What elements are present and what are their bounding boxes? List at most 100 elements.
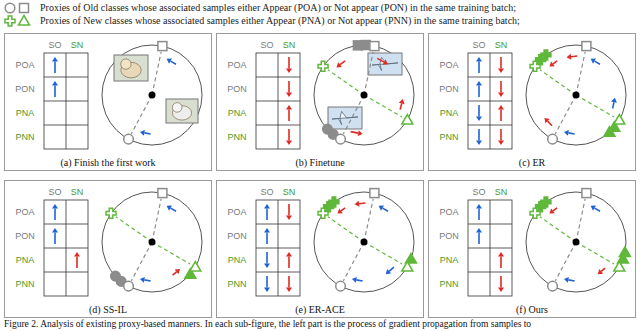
table-label: PNN — [15, 280, 34, 289]
gradient-arrow — [54, 233, 56, 245]
table-grid — [256, 224, 300, 225]
gradient-arrow — [595, 208, 601, 211]
new-proxy-triangle — [19, 16, 30, 26]
table-grid — [44, 200, 88, 296]
table-label: SN — [495, 188, 508, 197]
gradient-arrow — [548, 121, 552, 126]
dashed-radius — [328, 70, 364, 95]
table-grid — [468, 101, 512, 102]
center-point — [361, 239, 368, 246]
dashed-radius — [576, 95, 614, 117]
table-label: SO — [48, 188, 61, 197]
arrow-head — [567, 54, 572, 60]
arrow-head — [74, 252, 80, 257]
arrow-head — [264, 264, 270, 269]
dashed-radius — [364, 199, 373, 242]
gradient-arrow — [144, 133, 150, 134]
arrow-head — [52, 204, 58, 209]
gradient-arrow — [288, 81, 290, 93]
dashed-radius — [343, 242, 364, 281]
gradient-arrow — [601, 268, 605, 271]
sub-figure-panel: (d) SS-IL — [4, 180, 212, 318]
dashed-radius — [152, 52, 161, 95]
dashed-radius — [152, 242, 190, 264]
table-label: SN — [495, 41, 508, 50]
gradient-arrow — [288, 129, 290, 141]
table-label: SO — [472, 188, 485, 197]
table-label: POA — [227, 61, 246, 70]
arrow-head — [286, 252, 292, 257]
table-grid — [468, 125, 512, 126]
feature-sphere — [102, 192, 202, 292]
arrow-head — [399, 99, 405, 104]
table-grid — [256, 200, 300, 296]
table-label: PON — [227, 232, 247, 241]
table-grid — [468, 53, 512, 149]
table-label: SN — [283, 188, 296, 197]
table-label: PON — [439, 85, 459, 94]
panel-illustration — [256, 41, 414, 149]
new-proxy-plus — [5, 16, 15, 26]
old-proxy-square — [158, 42, 167, 51]
old-proxy-circle — [548, 134, 558, 144]
sample-photo — [328, 107, 362, 129]
arrow-head — [476, 228, 482, 233]
arrow-head — [352, 277, 357, 283]
old-proxy-square — [582, 42, 591, 51]
feature-sphere — [314, 192, 414, 292]
gradient-arrow — [595, 61, 601, 64]
table-label: POA — [15, 208, 34, 217]
arrow-head — [140, 130, 145, 136]
new-proxy-plus — [318, 61, 328, 71]
gradient-arrow — [571, 55, 577, 57]
gradient-arrow — [144, 280, 150, 281]
table-grid — [468, 248, 512, 249]
arrow-head — [264, 204, 270, 209]
arrow-head — [476, 204, 482, 209]
gradient-arrow — [340, 61, 345, 65]
new-proxy-plus — [541, 197, 551, 207]
gradient-arrow — [288, 110, 290, 122]
dashed-radius — [152, 199, 161, 242]
table-label: PNA — [440, 109, 459, 118]
old-proxy-square — [353, 41, 362, 50]
gradient-arrow — [553, 61, 557, 64]
feature-sphere — [526, 45, 626, 145]
arrow-head — [498, 141, 504, 146]
new-proxy-plus — [541, 50, 551, 60]
sample-photo — [114, 55, 148, 81]
arrow-head — [286, 288, 292, 293]
arrow-head — [476, 81, 482, 86]
table-label: SN — [283, 41, 296, 50]
old-proxy-circle — [124, 281, 134, 291]
gradient-arrow — [478, 233, 480, 245]
arrow-head — [386, 269, 391, 274]
gradient-arrow — [54, 62, 56, 74]
new-proxy-triangle — [190, 262, 201, 272]
old-proxy-circle — [548, 281, 558, 291]
gradient-arrow — [389, 267, 394, 271]
old-proxy-square — [370, 42, 379, 51]
arrow-head — [286, 93, 292, 98]
old-proxy-circle — [336, 281, 346, 291]
gradient-arrow — [341, 208, 345, 211]
table-grid — [256, 77, 300, 78]
arrow-head — [52, 228, 58, 233]
gradient-arrow — [613, 102, 614, 108]
sub-figure-panel: (e) ER-ACE — [216, 180, 424, 318]
table-grid — [256, 53, 300, 149]
panel-illustration — [44, 42, 202, 149]
gradient-arrow — [266, 209, 268, 221]
old-proxy-circle — [323, 124, 333, 134]
panel-illustration — [468, 189, 630, 296]
gradient-arrow — [383, 208, 389, 211]
gradient-arrow — [288, 257, 290, 269]
gradient-arrow — [478, 62, 480, 74]
gradient-arrow — [54, 209, 56, 221]
gradient-arrow — [568, 280, 574, 281]
dashed-radius — [555, 95, 576, 134]
panel-caption: (d) SS-IL — [5, 304, 211, 315]
arrow-head — [355, 201, 360, 207]
old-proxy-circle — [124, 134, 134, 144]
arrow-head — [286, 69, 292, 74]
